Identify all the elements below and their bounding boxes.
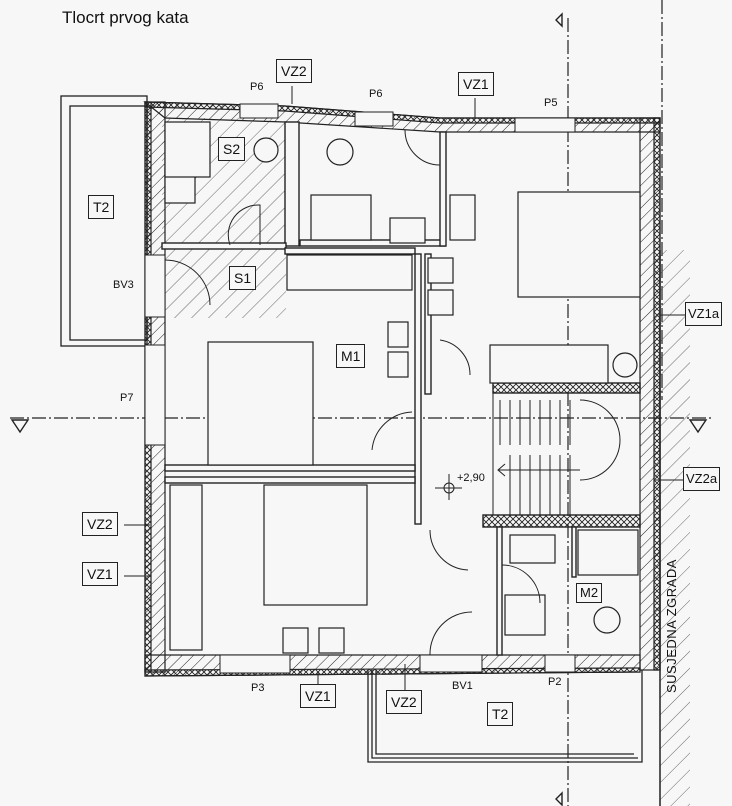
- window-p3: [219, 654, 291, 674]
- window-p2: [544, 654, 576, 673]
- room-label-t2-bottom: T2: [487, 702, 514, 726]
- opening-label-p7: P7: [120, 392, 134, 404]
- wall-tag-vz1a: VZ1a: [685, 302, 723, 326]
- opening-label-bv1: BV1: [452, 680, 473, 692]
- window-p6-a: [239, 103, 279, 119]
- furniture: [164, 121, 641, 654]
- wardrobe-right: [489, 344, 609, 384]
- section-marker-left: [10, 419, 30, 434]
- window-p7: [144, 344, 166, 446]
- opening-label-p2: P2: [548, 676, 562, 688]
- room-label-m1: M1: [336, 344, 366, 368]
- shower: [310, 194, 372, 241]
- opening-label-p6: P6: [250, 81, 264, 93]
- shower-m2: [577, 529, 639, 576]
- toilet-m2: [593, 606, 621, 634]
- balcony-left: [60, 95, 148, 347]
- room-label-m2: M2: [576, 583, 603, 603]
- sink-m2: [509, 534, 556, 564]
- chimney: [612, 352, 638, 378]
- section-marker-top: [555, 12, 563, 28]
- washing-machine: [504, 594, 546, 636]
- wall-tag-vz1-bottom: VZ1: [300, 684, 336, 708]
- bed-top-right: [517, 191, 641, 298]
- room-label-t2-left: T2: [88, 195, 115, 219]
- opening-label-bv3: BV3: [113, 279, 134, 291]
- toilet: [326, 138, 354, 166]
- door-swings: [164, 129, 541, 656]
- section-marker-right: [688, 419, 708, 434]
- neighbor-building-hatch: [660, 250, 690, 806]
- door-bv3: [144, 254, 166, 318]
- room-label-s1: S1: [229, 266, 257, 290]
- page-title: Tlocrt prvog kata: [62, 8, 189, 27]
- neighbor-building-label: SUSJEDNA ZGRADA: [664, 559, 679, 693]
- opening-label-p3: P3: [251, 682, 265, 694]
- wardrobe-bottom: [169, 484, 203, 651]
- bed-bottom: [263, 484, 368, 606]
- balcony-bottom: [367, 670, 643, 763]
- room-label-s2: S2: [218, 137, 246, 161]
- wardrobe-m1: [286, 254, 413, 291]
- door-bv1: [419, 654, 483, 673]
- section-markers: [10, 12, 708, 806]
- wall-tag-vz1-left: VZ1: [82, 562, 118, 586]
- wall-tag-vz2-top: VZ2: [276, 59, 312, 83]
- window-p5: [514, 117, 576, 133]
- bed-m1: [207, 341, 314, 466]
- sink: [389, 217, 426, 244]
- level-mark: +2,90: [457, 472, 485, 484]
- shower-s2: [164, 121, 211, 178]
- section-marker-bottom: [555, 791, 563, 806]
- level-marker-icon: [435, 474, 462, 500]
- wall-tag-vz1-top: VZ1: [458, 72, 494, 96]
- toilet-s2: [253, 137, 279, 163]
- wall-tag-vz2-bottom: VZ2: [386, 690, 422, 714]
- opening-label-p6: P6: [369, 88, 383, 100]
- wall-tag-vz2-left: VZ2: [82, 512, 118, 536]
- window-p6-b: [354, 111, 394, 127]
- staircase: [492, 392, 641, 516]
- wall-tag-vz2a: VZ2a: [683, 467, 721, 491]
- opening-label-p5: P5: [544, 97, 558, 109]
